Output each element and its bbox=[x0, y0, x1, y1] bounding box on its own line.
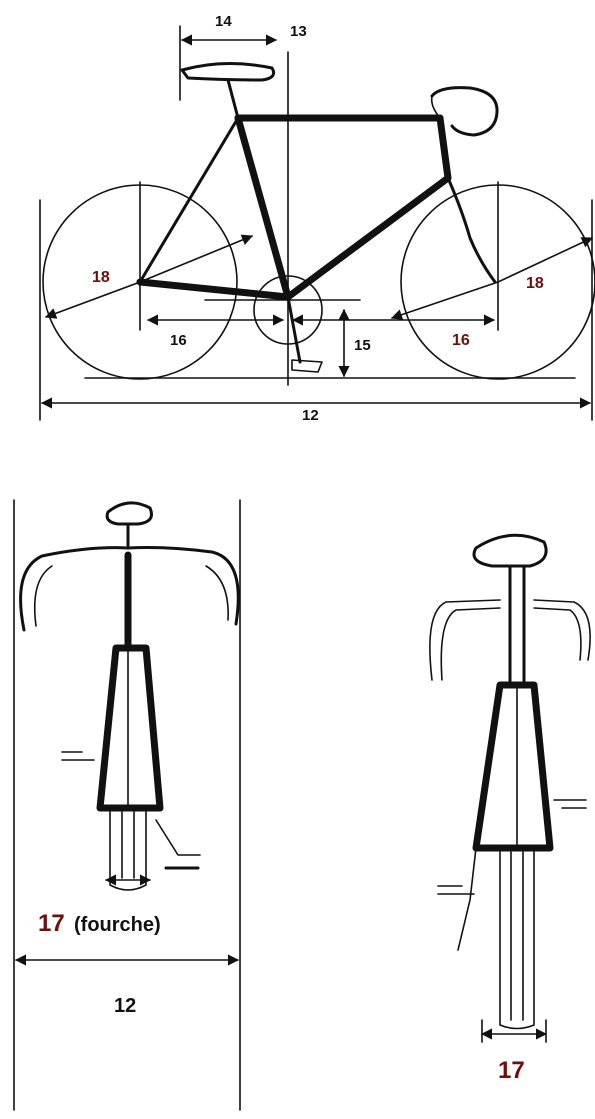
label-bb-height: 15 bbox=[354, 337, 371, 354]
right-handlebar-left bbox=[429, 599, 501, 681]
dimension-line-18-front-lower bbox=[390, 281, 499, 321]
front-handlebar bbox=[19, 546, 240, 632]
dimension-line-18-front-upper bbox=[497, 237, 594, 283]
right-handlebar-left-inner bbox=[440, 607, 501, 681]
saddle bbox=[180, 62, 276, 82]
front-crank bbox=[155, 819, 201, 856]
front-handlebar-inner-left bbox=[33, 565, 53, 627]
label-width: 12 bbox=[114, 995, 136, 1017]
label-fork-text: (fourche) bbox=[74, 914, 161, 936]
front-frame bbox=[96, 644, 164, 812]
right-handlebar-right-inner bbox=[533, 607, 582, 661]
handlebar bbox=[430, 86, 499, 137]
label-saddle-length: 14 bbox=[215, 13, 232, 30]
side-view: 14 13 18 18 16 16 15 12 bbox=[39, 13, 595, 424]
right-handlebar-right bbox=[533, 599, 591, 661]
front-saddle bbox=[105, 501, 153, 526]
right-saddle bbox=[472, 533, 548, 568]
front-handlebar-inner-right bbox=[205, 565, 229, 621]
label-front-center: 16 bbox=[452, 332, 470, 349]
label-fork-num-right: 17 bbox=[498, 1057, 525, 1084]
pedal bbox=[291, 359, 323, 373]
label-overall-length: 12 bbox=[302, 407, 319, 424]
head-tube bbox=[436, 114, 452, 182]
right-wheel-outline bbox=[499, 847, 535, 1030]
seat-tube bbox=[234, 114, 292, 301]
dimension-line-18-rear-upper bbox=[139, 234, 254, 283]
label-seat-setback: 13 bbox=[290, 23, 307, 40]
right-crank bbox=[457, 847, 477, 951]
seatpost bbox=[226, 78, 240, 120]
label-front-wheel: 18 bbox=[526, 275, 544, 292]
stem bbox=[430, 95, 441, 119]
frame bbox=[136, 114, 452, 301]
chainstay bbox=[136, 278, 292, 301]
dimension-line-18-rear-lower bbox=[44, 281, 141, 319]
front-view-right: 17 bbox=[429, 533, 591, 1084]
front-wheel-outline bbox=[109, 807, 147, 891]
right-frame bbox=[472, 681, 554, 852]
label-rear-center: 16 bbox=[170, 332, 187, 349]
down-tube bbox=[284, 174, 452, 301]
fork bbox=[446, 176, 497, 284]
label-rear-wheel: 18 bbox=[92, 269, 110, 286]
seatstay bbox=[138, 116, 240, 284]
label-fork-num-left: 17 bbox=[38, 910, 65, 937]
crank-arm bbox=[286, 295, 302, 364]
front-view-left: 17 (fourche) 12 bbox=[13, 499, 241, 1111]
